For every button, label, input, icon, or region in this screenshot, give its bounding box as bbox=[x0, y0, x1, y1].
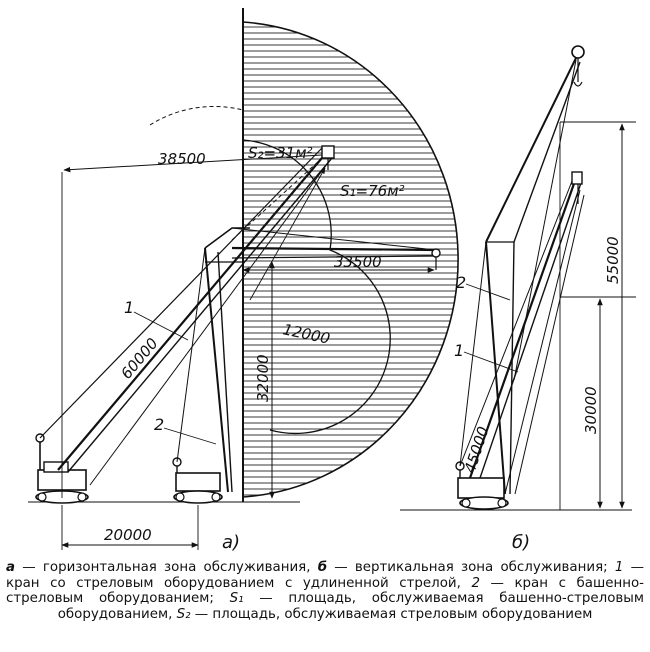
caption-key-a: а bbox=[6, 560, 16, 575]
dim-line-38500 bbox=[63, 154, 323, 173]
caption-text-s1: — площадь, обслуживаемая башенно-стрелов… bbox=[57, 591, 644, 622]
area-label-s1: S₁=76м² bbox=[340, 182, 405, 200]
crane-2-tower bbox=[172, 159, 441, 504]
crane-1-boom-b bbox=[459, 171, 585, 495]
caption-key-s2: S₂ bbox=[176, 606, 191, 622]
caption-key-2: 2 bbox=[471, 575, 480, 591]
area-s2-dashed-arc bbox=[149, 105, 244, 126]
crane-service-zone-diagram: 38500 33500 32000 12000 60000 20000 S₂=3… bbox=[28, 8, 636, 553]
dim-55000: 55000 bbox=[604, 236, 622, 284]
caption-text-1: — кран со стреловым оборудованием с удли… bbox=[6, 560, 644, 591]
dim-30000: 30000 bbox=[582, 386, 600, 434]
figure-caption: а — горизонтальная зона обслуживания, б … bbox=[6, 560, 644, 622]
dim-20000: 20000 bbox=[104, 526, 152, 544]
crane-label-2-b: 2 bbox=[456, 273, 466, 292]
caption-text-s2: — площадь, обслуживаемая стреловым обору… bbox=[190, 606, 593, 622]
subfigure-label-a: а) bbox=[222, 532, 240, 553]
caption-key-1: 1 bbox=[614, 560, 624, 575]
subfigure-a: 38500 33500 32000 12000 60000 20000 S₂=3… bbox=[28, 8, 459, 553]
caption-key-s1: S₁ bbox=[229, 591, 244, 606]
caption-text-a: — горизонтальная зона обслуживания, bbox=[15, 560, 318, 575]
dim-60000: 60000 bbox=[117, 334, 161, 382]
dim-38500: 38500 bbox=[158, 150, 206, 168]
area-s1-hatched bbox=[242, 21, 459, 498]
dim-45000: 45000 bbox=[461, 424, 493, 475]
area-s2-arc bbox=[242, 139, 391, 435]
crane-label-2-a: 2 bbox=[154, 415, 164, 434]
subfigure-label-b: б) bbox=[512, 532, 530, 553]
caption-text-2: — кран с башенно-стреловым оборудованием… bbox=[6, 575, 644, 607]
crane-label-1-b: 1 bbox=[454, 341, 464, 360]
caption-key-b: б bbox=[317, 560, 328, 575]
caption-text-b: — вертикальная зона обслуживания; bbox=[327, 560, 615, 575]
area-label-s2: S₂=31м² bbox=[248, 144, 313, 162]
crane-label-1-a: 1 bbox=[124, 298, 134, 317]
crane-1-boom bbox=[35, 145, 335, 504]
dim-33500: 33500 bbox=[334, 253, 382, 271]
dim-line-12000 bbox=[249, 167, 326, 301]
dim-32000: 32000 bbox=[254, 354, 272, 402]
